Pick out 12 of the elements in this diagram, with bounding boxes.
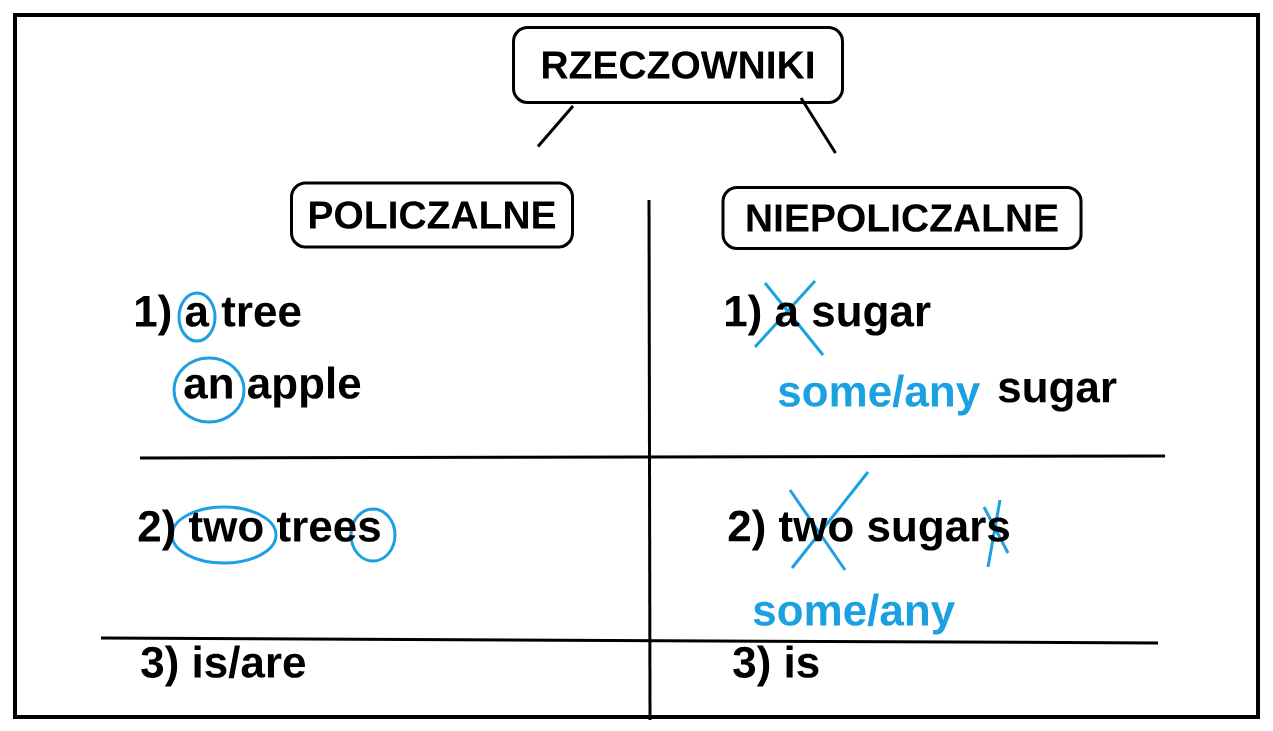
example-text: 1) a tree bbox=[136, 294, 301, 336]
heading-box: RZECZOWNIKI bbox=[512, 26, 844, 104]
example-text: 3) is/are bbox=[141, 645, 305, 687]
example-text: sugar bbox=[998, 378, 1117, 412]
category-box: POLICZALNE bbox=[290, 181, 574, 249]
example-text: 3) is bbox=[733, 645, 819, 687]
example-text: some/any bbox=[753, 593, 955, 635]
example-text: an apple bbox=[184, 366, 361, 408]
category-box: NIEPOLICZALNE bbox=[721, 186, 1083, 250]
example-text: some/any bbox=[778, 374, 980, 416]
connector-line bbox=[799, 97, 837, 154]
connector-line bbox=[536, 105, 575, 148]
